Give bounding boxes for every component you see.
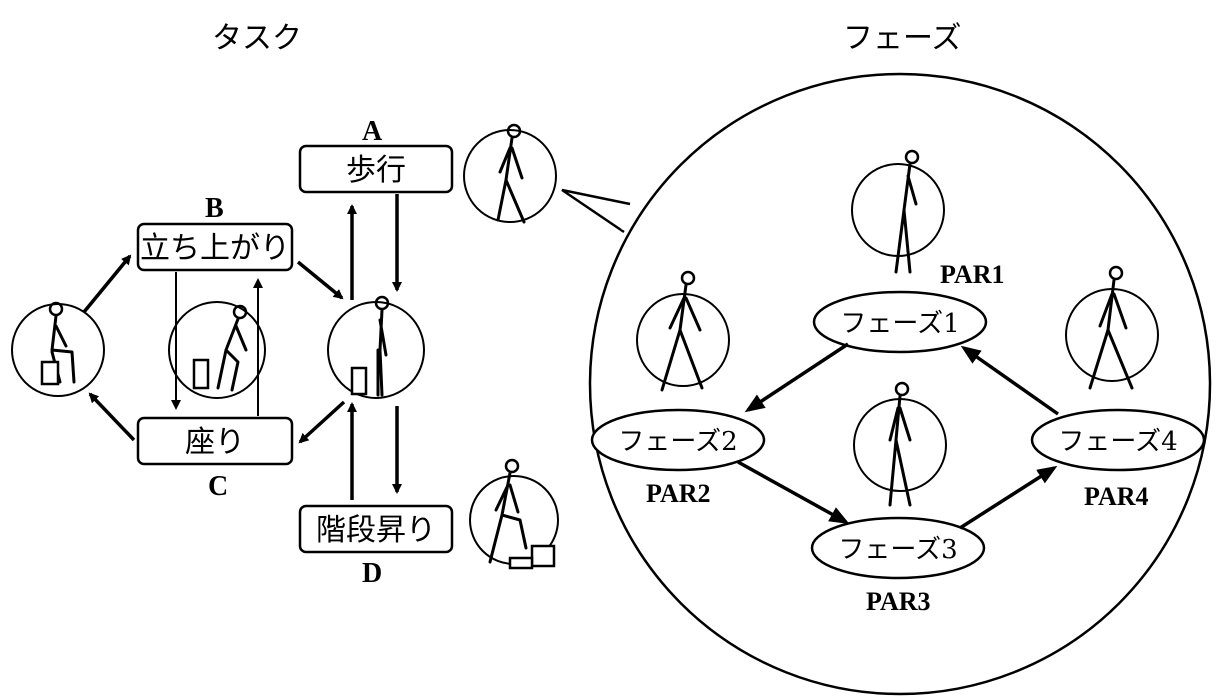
arrow-phase1-to-phase2 [744,342,849,413]
phase3-par: PAR3 [866,587,931,616]
task-arrows [82,194,402,500]
phase1-walking-icon [894,149,920,274]
phase1-label: フェーズ1 [840,309,959,339]
rising-figure-circle [168,301,266,399]
heading-phase: フェーズ [843,21,962,56]
phase2-par: PAR2 [646,479,711,508]
standing-figure-icon [350,295,390,397]
phase4-label: フェーズ4 [1058,427,1177,457]
arrow-stand-to-sit [298,400,346,444]
task-c-label: 座り [185,425,245,460]
walking-figure-icon [496,123,526,224]
arrow-sit-to-sitting [88,392,136,442]
arrow-phase4-to-phase1 [960,345,1060,416]
arrow-phase3-to-phase4 [959,465,1058,530]
task-a-label: 歩行 [346,153,406,188]
task-d-letter: D [362,558,382,589]
rising-figure-icon [192,304,248,392]
phase1-node [812,290,988,354]
phase3-walking-icon [888,381,912,507]
arrow-phase2-to-phase3 [737,460,850,524]
phase4-node [1030,408,1206,472]
phase2-label: フェーズ2 [618,427,737,457]
stair-figure-icon [488,458,556,570]
heading-task: タスク [212,21,302,56]
task-b-letter: B [205,193,224,224]
task-b-box [136,222,294,272]
phase1-par: PAR1 [940,260,1005,289]
phase4-walking-icon [1088,265,1134,390]
phase-bubble-tail [561,188,631,234]
task-c-letter: C [208,471,228,502]
phase2-node [590,408,766,472]
task-d-box [298,504,454,554]
standing-figure-circle [327,301,425,399]
task-c-box [136,416,294,466]
sitting-figure-icon [40,301,76,386]
task-a-box [298,144,454,194]
phase3-node [810,516,986,580]
phase4-par: PAR4 [1084,482,1149,511]
phase2-walking-icon [660,270,704,392]
task-b-label: 立ち上がり [140,231,290,266]
walking-figure-circle [463,129,557,223]
phase-arrows [737,342,1060,530]
phase1-figure-circle [851,163,945,257]
arrow-rise-to-stand [296,260,344,300]
task-a-letter: A [362,116,383,147]
arrow-sitting-to-rise [82,254,132,314]
task-d-label: 階段昇り [316,513,436,548]
phase3-label: フェーズ3 [838,535,957,565]
